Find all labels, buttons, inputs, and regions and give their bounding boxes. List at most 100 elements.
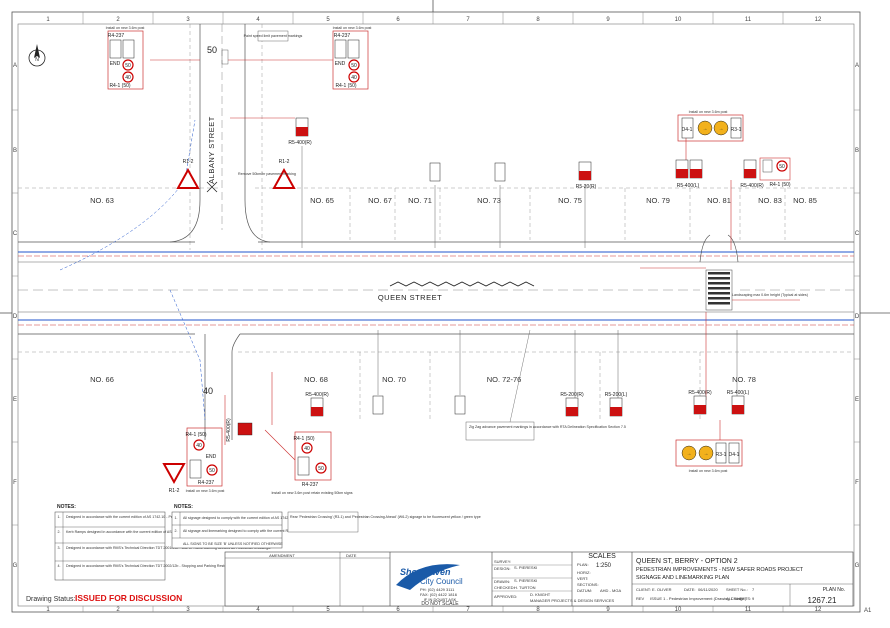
queen-street-road [18,241,854,335]
sign-r5-400-north-a: R5-400(R) [288,117,312,146]
sign-assembly-bottom-left: R4-1 (50) 40 END 50 R4-237 Install on ne… [185,427,225,493]
zigzag-callout: Zig Zag advance pavement markings in acc… [469,425,626,429]
tb-designer: S. PIERESKI [514,565,537,570]
grid-col-5-bottom: 5 [326,607,330,613]
sign-r1-2-south: R1-2 [162,463,186,494]
r5-200-label-south: R5-200(R) [560,392,584,398]
speed50-sign-bl: 50 [209,468,215,474]
speed50-sign-bm: 50 [318,466,324,472]
grid-col-2-bottom: 2 [116,607,120,613]
sign-assembly-bottom-mid: R4-1 (50) 40 50 R4-237 Install on new 3.… [271,431,353,495]
r4-1-label-bl: R4-1 (50) [185,432,206,438]
lot-85: NO. 85 [793,196,817,205]
tb-horiz: HORIZ: [577,570,591,575]
install-note-tl: Install on new 3.6m post [106,26,145,30]
tb-title2: PEDESTRIAN IMPROVEMENTS - NSW SAFER ROAD… [636,567,804,573]
speed-marking-40: 40 [203,386,213,396]
grid-col-7-bottom: 7 [466,607,470,613]
grid-row-e-right: E [855,397,859,403]
tb-scales: SCALES [588,553,616,560]
title-block: AMENDMENT DATE Shoalhaven City Council P… [224,551,854,607]
install-note-tm: Install on new 3.6m post [333,26,372,30]
speed-marking-40-removed [221,49,229,65]
tb-title3: SIGNAGE AND LINEMARKING PLAN [636,575,729,581]
note-left-1: Designed in accordance with the current … [66,515,222,519]
lot-73: NO. 73 [477,196,501,205]
speed40-sign-bm: 40 [304,446,310,452]
lot-70: NO. 70 [382,375,406,384]
install-note-bl: Install on new 3.6m post [186,489,225,493]
grid-col-1: 1 [46,17,50,23]
grid-col-7: 7 [466,17,470,23]
tb-sections: SECTIONS: [577,582,599,587]
tb-sheet-no-value: 7 [752,587,755,592]
grid-row-b-right: B [855,148,859,154]
remove-marking-note: Remove 50km/hr pavement marking [238,172,296,176]
tb-vert: VERT: [577,576,588,581]
grid-col-10-bottom: 10 [675,607,682,613]
grid-row-b: B [13,148,17,154]
grid-col-4-bottom: 4 [256,607,260,613]
lot-83: NO. 83 [758,196,782,205]
zigzag-callout-box [465,421,535,441]
note-left-1-num: 1. [58,515,61,519]
r5-400r-label-south: R5-400(R) [688,390,712,396]
tb-date-value: 06/11/2020 [698,587,718,592]
grid-row-d-right: D [855,314,860,320]
north-arrow: N [28,44,46,67]
drawing-status-label: Drawing Status: [26,596,75,603]
speed50-sign-north-r: 50 [779,164,785,170]
grid-col-9: 9 [606,17,610,23]
r5-20-label: R5-20(R) [576,184,597,190]
grid-row-g: G [13,563,18,569]
arrow-south-2: → [704,451,709,457]
install-note-cs: Install on new 3.6m post [689,469,728,473]
lot-68: NO. 68 [304,375,328,384]
grid-col-11-bottom: 11 [745,607,752,613]
arrow-south-1: → [687,451,692,457]
notes-left-title: NOTES: [57,504,76,510]
lot-81: NO. 81 [707,196,731,205]
tb-drawn: DRAWN: [494,579,510,584]
grid-ticks [12,12,860,612]
grid-row-f: F [13,480,17,486]
tb-datum: DATUM: [577,588,592,593]
tb-title1: QUEEN ST, BERRY - OPTION 2 [636,558,738,565]
lot-78: NO. 78 [732,375,756,384]
end-label-tl: END [110,61,121,67]
lot-75: NO. 75 [558,196,582,205]
sign-assembly-crossing-north: Install on new 3.6m post D4-1 → → R3-1 [677,110,744,142]
albany-street-label: ALBANY STREET [207,116,216,184]
r5-400-label-south: R5-400(R) [305,392,329,398]
tb-approved: APPROVED: [494,594,517,599]
lots-north: NO. 63 NO. 65 NO. 67 NO. 71 NO. 73 NO. 7… [90,196,817,205]
note-left-4: Designed in accordance with RMS's Techni… [66,564,286,568]
arrow-north-1: → [703,126,708,132]
queen-street-label: QUEEN STREET [378,293,442,302]
lot-63: NO. 63 [90,196,114,205]
grid-col-9-bottom: 9 [606,607,610,613]
r4-237-label-bl: R4-237 [198,480,215,486]
tb-disclaimer2: DO NOT SCALE [421,601,459,607]
tb-plan-no: 1267.21 [808,596,837,605]
tb-all-sheets-value: 9 [752,596,755,601]
grid-col-12: 12 [815,17,822,23]
r1-2-label-nl: R1-2 [183,159,194,165]
r5-400-label-south-left: R5-400(R) [226,418,232,442]
tb-date-header: DATE [346,553,357,558]
remove-marking-cross [206,181,218,193]
r3-1-south: R3-1 [716,452,727,458]
tb-survey: SURVEY: [494,559,511,564]
note-left-2: Kerb Ramps designed in accordance with t… [66,530,233,534]
grid-col-11: 11 [745,17,752,23]
paint-speed-callout-box [257,30,289,42]
sign-assembly-crossing-south: → → R3-1 D4-1 Install on new 3.6m post [675,439,743,473]
paint-speed-callout: Paint speed limit pavement markings [244,34,303,38]
grid-row-c-right: C [855,231,860,237]
sign-r1-2-north-right: R1-2 [272,159,296,189]
grid-row-f-right: F [855,480,859,486]
tb-phone: PH: (02) 4429 3111 [420,587,455,592]
arrow-north-2: → [719,126,724,132]
